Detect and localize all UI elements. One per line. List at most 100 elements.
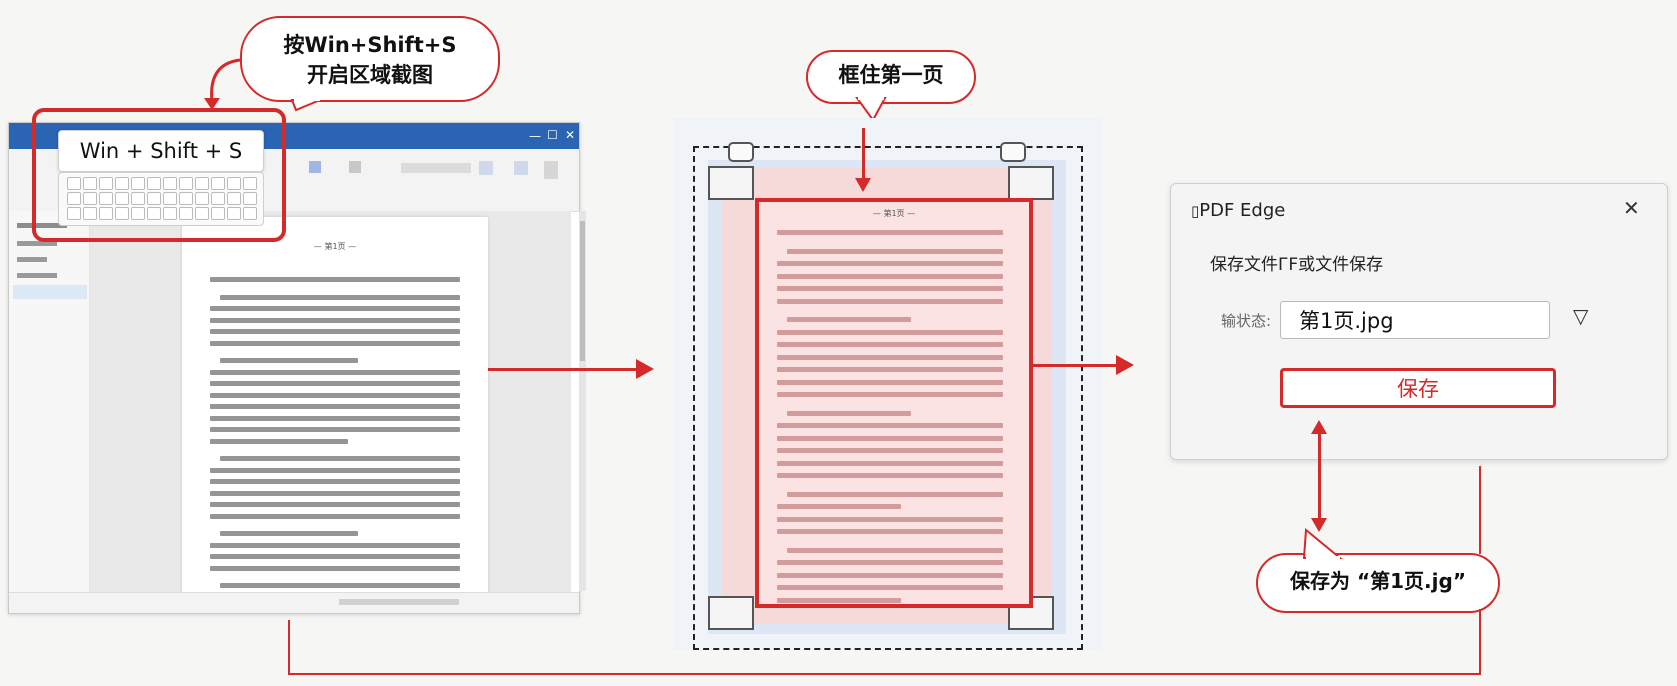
callout-shortcut: 按Win+Shift+S 开启区域截图 [240,16,500,102]
text-line [777,516,1003,522]
filename-input[interactable] [1280,301,1550,339]
text-line [210,369,460,375]
text-line [777,298,1003,304]
keyboard-key [147,192,161,205]
keyboard-key [99,207,113,220]
keyboard-key [179,192,193,205]
text-line [777,423,1003,428]
close-icon[interactable]: ✕ [565,128,576,142]
callout-frame-page: 框住第一页 [806,50,976,104]
keyboard-key [243,207,257,220]
field-label: 输状态: [1221,312,1272,330]
selection-handle[interactable] [708,166,754,200]
minimize-icon[interactable]: — [529,129,541,143]
keyboard-key [67,207,81,220]
keyboard-key [131,207,145,220]
text-line [220,583,460,588]
keyboard-key [211,192,225,205]
clip-icon [1000,142,1026,162]
toolbar-icon[interactable] [349,161,361,173]
text-line [777,392,1003,397]
save-button[interactable]: 保存 [1280,368,1556,408]
arrow-head [1311,420,1327,434]
close-icon[interactable]: ✕ [1623,196,1640,220]
document-area: — 第1页 — [90,211,571,600]
scrollbar[interactable] [579,211,586,591]
keyboard-key [163,207,177,220]
keyboard-key [115,207,129,220]
zoom-slider[interactable] [339,599,459,605]
keyboard-key [163,177,177,190]
text-line [777,435,1003,441]
keyboard-key [211,177,225,190]
arrow-head [1116,355,1134,375]
nav-item-selected[interactable] [13,285,87,299]
text-line [210,542,460,548]
shortcut-label: Win + Shift + S [58,130,264,172]
text-line [787,491,1003,497]
text-line [777,286,1003,291]
text-line [220,358,358,363]
keyboard-key [227,207,241,220]
chevron-down-icon[interactable]: ▽ [1573,304,1589,328]
keyboard-key [67,192,81,205]
selection-handle[interactable] [708,596,754,630]
maximize-icon[interactable]: ☐ [547,128,558,142]
text-line [210,565,460,571]
keyboard-key [67,177,81,190]
keyboard-key [99,177,113,190]
toolbar-icon[interactable] [544,161,558,179]
callout-save-as: 保存为 “第1页.jg” [1256,553,1500,613]
keyboard-key [163,192,177,205]
toolbar-icon[interactable] [309,161,321,173]
toolbar-icon[interactable] [479,161,493,175]
keyboard-key [83,192,97,205]
text-line [777,448,1003,453]
text-line [777,460,1003,466]
keyboard-key [227,177,241,190]
callout-pointer [204,58,321,112]
text-line [777,273,1003,279]
text-line [787,248,1003,254]
text-line [210,513,460,519]
text-line [777,367,1003,372]
text-line [777,585,1003,590]
keyboard-key [83,207,97,220]
keyboard-key [243,192,257,205]
text-line [787,317,912,322]
text-line [210,479,460,484]
text-line [777,329,1003,335]
page-heading: — 第1页 — [313,242,357,251]
text-line [210,554,460,559]
document-page: — 第1页 — [182,217,488,600]
text-line [220,456,460,461]
text-line [220,294,460,300]
keyboard-key [83,177,97,190]
text-line [210,427,460,432]
keyboard-key [211,207,225,220]
text-line [777,473,1003,478]
save-dialog: ▯PDF Edge ✕ 保存文件ГF或文件保存 输状态: ▽ 保存 [1170,183,1668,460]
text-line [787,547,1003,553]
selection-handle[interactable] [1008,166,1054,200]
text-line [210,467,460,473]
keyboard-key [147,207,161,220]
snip-selection-box[interactable] [693,146,1083,650]
arrow-head [855,178,871,192]
font-selector[interactable] [401,163,471,173]
text-line [777,342,1003,347]
callout-shortcut-line2: 开启区域截图 [307,63,433,87]
text-line [777,230,1003,235]
toolbar-icon[interactable] [514,161,528,175]
page-heading: — 第1页 — [872,209,916,218]
document-window: — ☐ ✕ — 第1页 — [8,122,586,614]
keyboard-key [115,192,129,205]
text-line [777,354,1003,360]
keyboard-key [179,177,193,190]
navigation-pane [9,211,90,593]
connector-line [1479,466,1481,554]
arrow-line [1318,434,1321,520]
text-line [220,531,358,536]
text-line [210,502,460,507]
text-line [210,329,460,334]
